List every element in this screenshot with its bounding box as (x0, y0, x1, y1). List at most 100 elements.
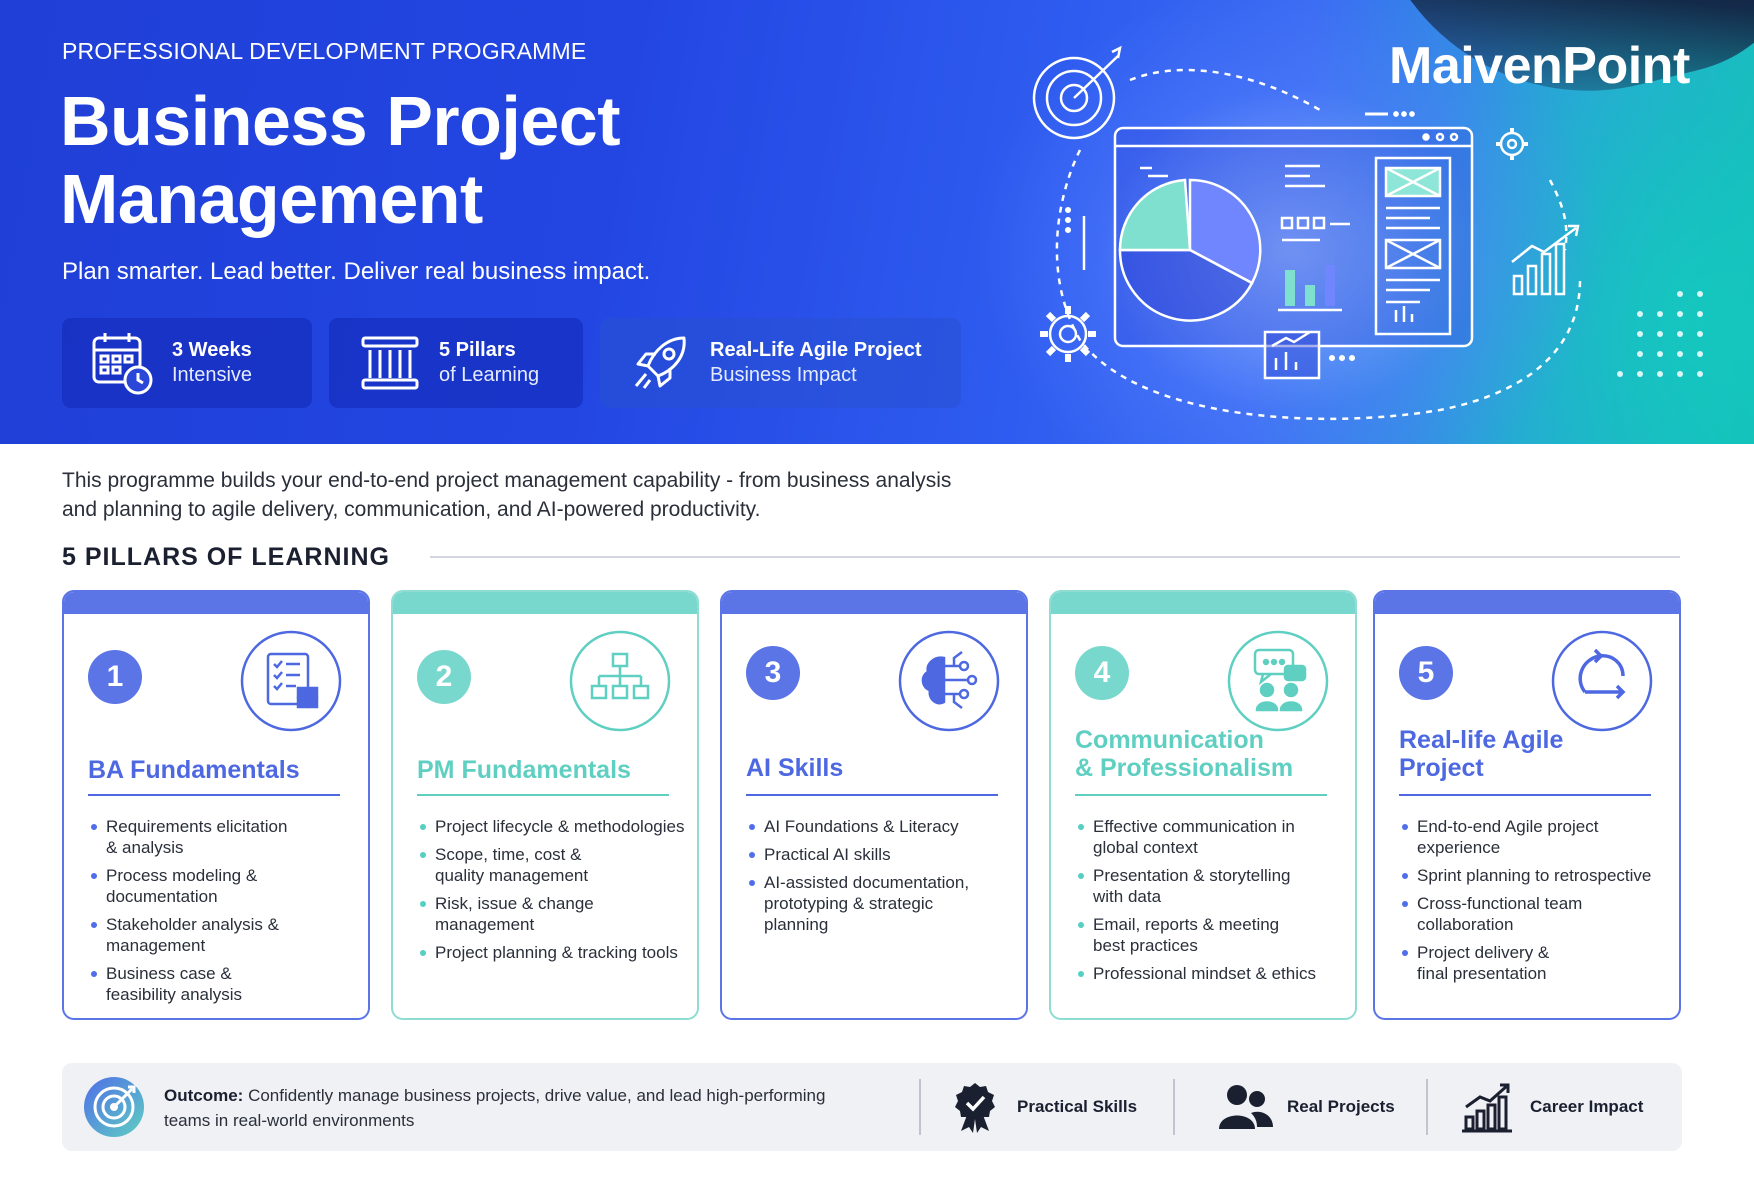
pillar-number: 5 (1399, 646, 1453, 700)
pillar-topic-list: Project lifecycle & methodologies Scope,… (417, 816, 692, 970)
pillar-topic-list: Requirements elicitation& analysis Proce… (88, 816, 363, 1012)
list-item: Project delivery &final presentation (1399, 942, 1674, 984)
pillar-card-4: 4 Communication & Professionalism Effect… (1049, 590, 1357, 1020)
outcome-bar: Outcome: Confidently manage business pro… (62, 1063, 1682, 1151)
programme-kicker: PROFESSIONAL DEVELOPMENT PROGRAMME (62, 38, 587, 64)
checklist-icon (240, 630, 342, 732)
card-top-bar (1375, 592, 1679, 614)
intro-line-2: and planning to agile delivery, communic… (62, 498, 761, 521)
stat-chip-duration: 3 Weeks Intensive (62, 318, 312, 408)
pillar-card-3: 3 AI Skills AI Foundations & Literacy Pr… (720, 590, 1028, 1020)
page-title: Business Project Management (60, 82, 820, 238)
title-line-2: Management (60, 160, 483, 238)
list-item: AI Foundations & Literacy (746, 816, 1021, 837)
stat-chip-pillars: 5 Pillars of Learning (329, 318, 583, 408)
brain-circuit-icon (898, 630, 1000, 732)
small-gear-icon (1496, 128, 1528, 160)
stat-subtitle: of Learning (439, 364, 540, 386)
card-top-bar (1051, 592, 1355, 614)
pillar-number: 4 (1075, 646, 1129, 700)
pillar-title-line: Real-life Agile (1399, 726, 1564, 754)
list-item: Professional mindset & ethics (1075, 963, 1350, 984)
calendar-clock-icon (92, 333, 153, 395)
gear-icon (1040, 306, 1096, 362)
pillar-card-5: 5 Real-life Agile Project End-to-end Agi… (1373, 590, 1681, 1020)
pillar-number: 3 (746, 646, 800, 700)
org-chart-icon (569, 630, 671, 732)
list-item: Sprint planning to retrospective (1399, 865, 1674, 886)
card-top-bar (64, 592, 368, 614)
list-item: Project lifecycle & methodologies (417, 816, 692, 837)
stat-title: 5 Pillars (439, 339, 516, 361)
pillars-icon (361, 336, 419, 390)
pie-chart-icon (1118, 178, 1262, 322)
pillar-title-line: & Professionalism (1075, 754, 1294, 782)
title-underline (88, 794, 340, 796)
list-item: Project planning & tracking tools (417, 942, 692, 963)
pillar-number: 1 (88, 650, 142, 704)
target-arrow-icon (84, 1077, 144, 1137)
stat-subtitle: Intensive (172, 364, 253, 386)
team-icon (1219, 1085, 1273, 1129)
list-item: Practical AI skills (746, 844, 1021, 865)
highlight-label: Career Impact (1530, 1097, 1644, 1116)
pillar-title: AI Skills (746, 754, 1016, 782)
pillar-title: BA Fundamentals (88, 756, 358, 784)
list-item: AI-assisted documentation,prototyping & … (746, 872, 1021, 935)
dashboard-illustration (1032, 45, 1703, 421)
stat-title: 3 Weeks (172, 339, 252, 361)
title-underline (1075, 794, 1327, 796)
intro-paragraph: This programme builds your end-to-end pr… (62, 466, 992, 524)
intro-line-1: This programme builds your end-to-end pr… (62, 469, 952, 492)
title-underline (746, 794, 998, 796)
title-underline (417, 794, 669, 796)
list-item: Business case &feasibility analysis (88, 963, 363, 1005)
pillar-title-line: Project (1399, 754, 1484, 782)
hero-banner: PROFESSIONAL DEVELOPMENT PROGRAMME Busin… (0, 0, 1754, 444)
pillar-number: 2 (417, 650, 471, 704)
list-item: Requirements elicitation& analysis (88, 816, 363, 858)
outcome-divider (919, 1079, 921, 1135)
award-badge-icon (955, 1083, 995, 1133)
pillar-title: PM Fundamentals (417, 756, 687, 784)
stat-chip-project: Real-Life Agile Project Business Impact (600, 318, 961, 408)
list-item: Scope, time, cost &quality management (417, 844, 692, 886)
pillar-title-line: PM Fundamentals (417, 756, 631, 784)
highlight-practical-skills: Practical Skills (947, 1077, 1137, 1137)
tagline: Plan smarter. Lead better. Deliver real … (62, 258, 651, 285)
pillar-title-line: Communication (1075, 726, 1264, 754)
list-item: Process modeling &documentation (88, 865, 363, 907)
title-line-1: Business Project (60, 82, 621, 160)
pillar-card-1: 1 BA Fundamentals Requirements elicitati… (62, 590, 370, 1020)
pillar-title-line: BA Fundamentals (88, 756, 300, 784)
title-underline (1399, 794, 1651, 796)
pillar-topic-list: AI Foundations & Literacy Practical AI s… (746, 816, 1021, 942)
card-top-bar (393, 592, 697, 614)
highlight-label: Real Projects (1287, 1097, 1395, 1116)
outcome-divider (1173, 1079, 1175, 1135)
pillar-title-line: AI Skills (746, 754, 844, 782)
highlight-real-projects: Real Projects (1217, 1077, 1395, 1137)
stat-subtitle: Business Impact (710, 364, 857, 386)
outcome-label: Outcome: (164, 1086, 244, 1105)
heading-divider (430, 556, 1680, 558)
growth-icon (1511, 224, 1580, 296)
card-top-bar (722, 592, 1026, 614)
growth-chart-icon (1462, 1083, 1512, 1133)
pillar-card-2: 2 PM Fundamentals Project lifecycle & me… (391, 590, 699, 1020)
pillars-heading: 5 PILLARS OF LEARNING (62, 543, 390, 571)
outcome-text-2: teams in real-world environments (164, 1111, 415, 1130)
brand-logo: MaivenPoint (1389, 37, 1690, 95)
highlight-career-impact: Career Impact (1460, 1077, 1643, 1137)
agile-cycle-icon (1551, 630, 1653, 732)
outcome-divider (1426, 1079, 1428, 1135)
outcome-text-1: Confidently manage business projects, dr… (243, 1086, 826, 1105)
team-chat-icon (1227, 630, 1329, 732)
